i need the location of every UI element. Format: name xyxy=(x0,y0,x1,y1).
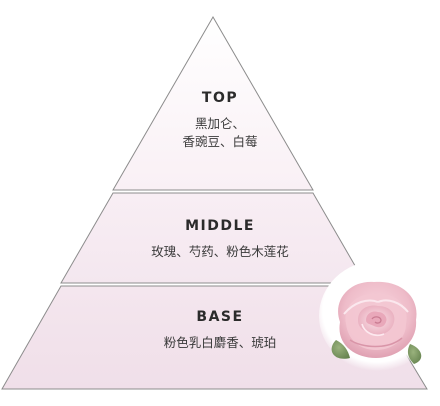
tier-middle-notes: 玫瑰、芍药、粉色木莲花 xyxy=(0,243,440,261)
tier-top-notes-line-2: 香豌豆、白莓 xyxy=(182,134,258,149)
rose-image xyxy=(319,262,435,371)
tier-base: BASE 粉色乳白麝香、琥珀 xyxy=(0,309,440,352)
tier-top-shape xyxy=(112,16,314,191)
tier-base-notes: 粉色乳白麝香、琥珀 xyxy=(0,334,440,352)
tier-middle-notes-line-1: 玫瑰、芍药、粉色木莲花 xyxy=(151,244,289,259)
tier-top-notes-line-1: 黑加仑、 xyxy=(194,116,245,131)
tier-top-title: TOP xyxy=(201,90,239,106)
tier-top-notes: 黑加仑、 香豌豆、白莓 xyxy=(0,115,440,151)
tier-top: TOP 黑加仑、 香豌豆、白莓 xyxy=(0,90,440,151)
tier-base-title: BASE xyxy=(196,309,244,325)
tier-middle-title: MIDDLE xyxy=(185,218,255,234)
tier-middle: MIDDLE 玫瑰、芍药、粉色木莲花 xyxy=(0,218,440,261)
tier-base-notes-line-1: 粉色乳白麝香、琥珀 xyxy=(163,335,277,350)
